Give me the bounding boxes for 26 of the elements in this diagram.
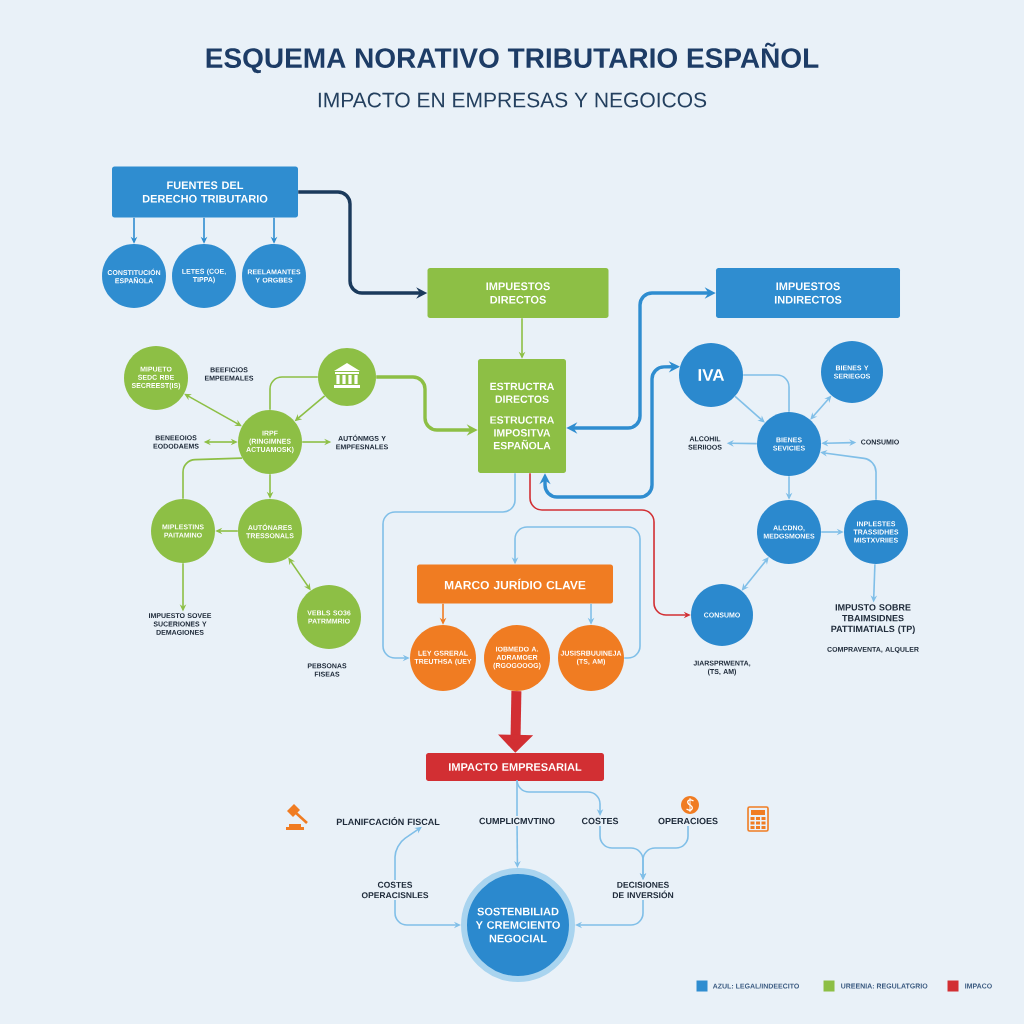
process-box: FUENTES DEL DERECHO TRIBUTARIO — [112, 166, 298, 218]
subtitle: IMPACTO EN EMPRESAS Y NEGOICOS — [318, 92, 707, 108]
circle-node: IVA — [679, 343, 743, 407]
arrow — [575, 899, 644, 929]
text-label: CUMPLICMVTINO — [479, 817, 555, 825]
text-label: COSTES OPERACISNLES — [361, 881, 429, 899]
text-label: DECISIONES DE INVERSIÓN — [612, 881, 674, 899]
connector-line — [742, 374, 790, 413]
arrow — [394, 826, 422, 881]
text-label: COSTES — [581, 817, 619, 825]
text-label: OPERACIOES — [658, 817, 718, 825]
process-box: IMPUESTOS INDIRECTOS — [716, 268, 900, 318]
process-box: ESTRUCTRA DIRECTOS ESTRUCTRA IMPOSITVA ESPAÑOLA — [478, 359, 566, 473]
double-arrow — [810, 395, 832, 420]
arrow — [734, 395, 765, 423]
connector-line — [516, 780, 518, 817]
double-arrow — [741, 557, 769, 591]
arrow — [820, 450, 877, 501]
connector-line — [182, 457, 243, 500]
text-label: IMPUSTO SOBRE TBAIMSIDNES PATTIMATIALS (TP) — [831, 604, 915, 634]
text-label: PLANIFCACIÓN FISCAL — [336, 816, 440, 826]
title: ESQUEMA NORATIVO TRIBUTARIO ESPAÑOL — [206, 42, 819, 74]
process-box: MARCO JURÍDIO CLAVE — [417, 564, 613, 604]
double-arrow — [184, 393, 242, 427]
connector-line — [269, 376, 319, 411]
process-box: IMPUESTOS DIRECTOS — [427, 268, 609, 318]
